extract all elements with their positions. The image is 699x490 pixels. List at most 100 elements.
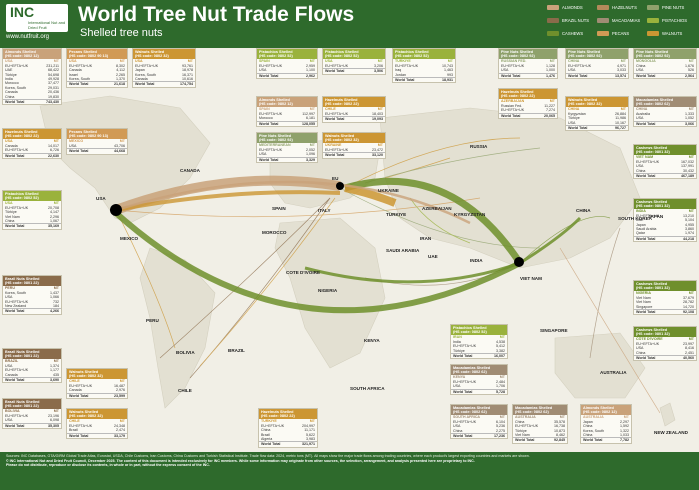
trade-box-header: Pecans Shelled(HS code: 0802 90 13) — [67, 49, 127, 60]
trade-box-title: Brazil Nuts Shelled — [5, 400, 40, 404]
trade-box-hs-code: (HS code: 0802 12) — [5, 54, 39, 59]
trade-box-header: Pine Nuts Shelled(HS code: 0802 92) — [257, 133, 317, 144]
trade-box-title: Brazil Nuts Shelled — [5, 350, 40, 354]
country-label: SINGAPORE — [540, 328, 568, 333]
trade-box-hs-code: (HS code: 0802 32) — [325, 138, 359, 143]
trade-box-header: Pecans Shelled(HS code: 0802 90 13) — [67, 129, 127, 140]
trade-box-title: Brazil Nuts Shelled — [5, 277, 40, 281]
trade-box-hs-code: (HS code: 0802 62) — [636, 102, 670, 107]
trade-box-hs-code: (HS code: 0801 32) — [636, 286, 670, 291]
trade-box-hs-code: (HS code: 0802 32) — [69, 374, 103, 379]
trade-box-header: Pistachios Shelled(HS code: 0802 52) — [323, 49, 385, 60]
trade-box-hs-code: (HS code: 0802 52) — [5, 196, 39, 201]
legend-label: HAZELNUTS — [612, 5, 637, 10]
trade-box-title: Pine Nuts Shelled — [636, 50, 669, 54]
country-label: PERU — [146, 318, 159, 323]
trade-box: Hazelnuts Shelled(HS code: 0802 22)AZERB… — [498, 88, 558, 120]
trade-box-header: Walnuts Shelled(HS code: 0802 32) — [67, 409, 127, 420]
trade-box-row: Russian Fed.11,227 — [501, 103, 555, 108]
trade-box-title: Almonds Shelled — [583, 406, 614, 410]
country-label: MEXICO — [120, 236, 139, 241]
cashews-vietnam-china-flow — [519, 216, 582, 265]
trade-box-hs-code: (HS code: 0802 92) — [636, 54, 670, 59]
trade-box-country: RUSSIAN FED.MT — [501, 59, 555, 64]
trade-box-header: Walnuts Shelled(HS code: 0802 32) — [133, 49, 195, 60]
trade-box-hs-code: (HS code: 0802 52) — [453, 330, 487, 335]
australia-landmass — [554, 332, 646, 399]
trade-box-title: Walnuts Shelled — [69, 410, 99, 414]
inc-logo[interactable]: INC International Nut and Dried Fruit — [6, 4, 68, 32]
trade-box-hs-code: (HS code: 0802 62) — [453, 410, 487, 415]
legend-item: PECANS — [597, 29, 647, 38]
hub-marker — [336, 182, 344, 190]
legend-item: PISTACHIOS — [647, 16, 697, 25]
trade-box-header: Hazelnuts Shelled(HS code: 0802 22) — [499, 89, 557, 100]
legend-label: CASHEWS — [562, 31, 584, 36]
legend-item: MACADAMIAS — [597, 16, 647, 25]
trade-box-header: Almonds Shelled(HS code: 0802 12) — [257, 97, 317, 108]
trade-box: Macadamias Shelled(HS code: 0802 62)CHIN… — [633, 96, 697, 128]
trade-box-hs-code: (HS code: 0801 32) — [636, 204, 670, 209]
trade-box-hs-code: (HS code: 0802 90 13) — [69, 134, 109, 139]
trade-box: Macadamias Shelled(HS code: 0802 62)SOUT… — [450, 404, 508, 440]
trade-box-header: Macadamias Shelled(HS code: 0802 62) — [451, 365, 507, 376]
country-label: CHILE — [178, 388, 192, 393]
africa-landmass — [274, 217, 386, 369]
country-label: NEW ZEALAND — [654, 430, 688, 435]
legend-swatch — [597, 31, 609, 36]
trade-box-header: Walnuts Shelled(HS code: 0802 32) — [566, 97, 628, 108]
trade-box-hs-code: (HS code: 0802 32) — [135, 54, 169, 59]
legend-swatch — [597, 5, 609, 10]
website-link[interactable]: www.nutfruit.org — [6, 34, 50, 40]
legend-swatch — [597, 18, 609, 23]
trade-box-title: Hazelnuts Shelled — [501, 90, 534, 94]
country-label: SPAIN — [272, 206, 286, 211]
legend-swatch — [547, 5, 559, 10]
